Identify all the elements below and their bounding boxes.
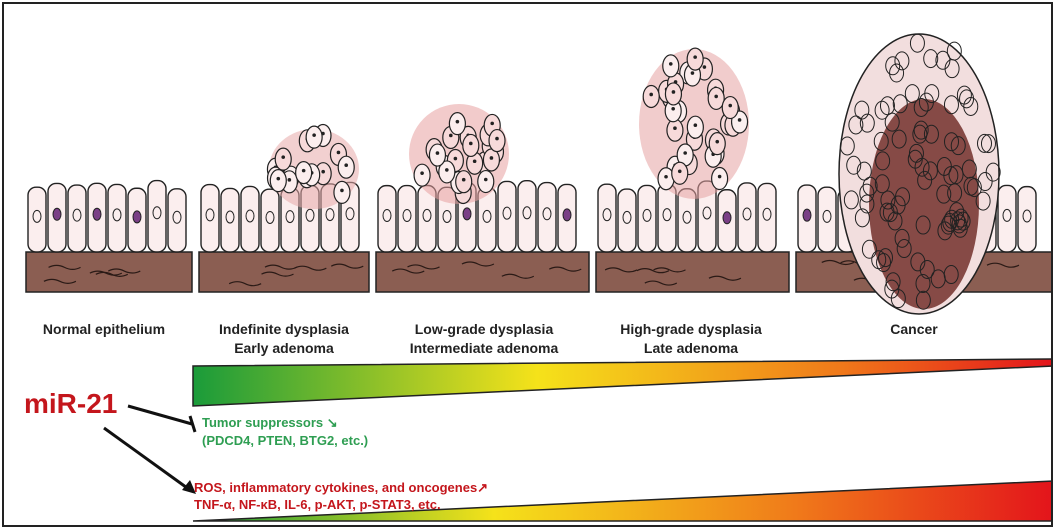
dysplastic-cluster bbox=[409, 104, 509, 204]
tumor-suppressors-text: Tumor suppressors ↘ (PDCD4, PTEN, BTG2, … bbox=[202, 414, 368, 450]
epithelial-cell bbox=[168, 189, 186, 252]
epithelial-cell bbox=[818, 187, 836, 252]
stage-panel-indefinite bbox=[199, 252, 369, 292]
mirna-label: miR-21 bbox=[24, 388, 117, 420]
tumor-suppressor-gradient-wedge bbox=[193, 359, 1053, 406]
epithelial-cell bbox=[88, 183, 106, 252]
epithelial-cell bbox=[221, 188, 239, 252]
epithelial-cell bbox=[558, 184, 576, 252]
stage-label-indefinite: Indefinite dysplasia Early adenoma bbox=[194, 320, 374, 358]
epithelial-cell bbox=[658, 184, 676, 252]
oncogenic-title: ROS, inflammatory cytokines, and oncogen… bbox=[194, 479, 488, 496]
epithelial-cell bbox=[518, 181, 536, 252]
tumor-suppressors-title: Tumor suppressors ↘ bbox=[202, 414, 368, 432]
epithelial-cell bbox=[28, 187, 46, 252]
epithelial-cell bbox=[758, 183, 776, 252]
epithelial-cell bbox=[128, 188, 146, 252]
epithelial-cell bbox=[48, 183, 66, 252]
epithelial-cell bbox=[378, 186, 396, 252]
dysplastic-cluster bbox=[267, 125, 359, 209]
epithelial-cell bbox=[398, 186, 416, 252]
stroma-band bbox=[199, 252, 369, 292]
histology-illustration bbox=[4, 4, 1053, 527]
stage-label-low-grade: Low-grade dysplasia Intermediate adenoma bbox=[384, 320, 584, 358]
stage-panel-high-grade bbox=[596, 252, 789, 292]
epithelial-cell bbox=[241, 186, 259, 252]
oncogenic-factors-text: ROS, inflammatory cytokines, and oncogen… bbox=[194, 479, 488, 513]
cancer-mass bbox=[839, 34, 1000, 314]
stage-panel-normal bbox=[26, 252, 192, 292]
stage-label-normal: Normal epithelium bbox=[24, 320, 184, 339]
epithelial-cell bbox=[738, 183, 756, 252]
epithelial-cell bbox=[718, 190, 736, 252]
epithelial-cell bbox=[798, 185, 816, 252]
epithelial-cell bbox=[148, 181, 166, 252]
stage-label-high-grade: High-grade dysplasia Late adenoma bbox=[596, 320, 786, 358]
epithelial-cell bbox=[498, 181, 516, 252]
activation-arrow-line bbox=[104, 428, 190, 490]
epithelial-cell bbox=[618, 189, 636, 252]
epithelial-cell bbox=[108, 184, 126, 252]
stroma-band bbox=[376, 252, 589, 292]
stage-label-cancer: Cancer bbox=[854, 320, 974, 339]
epithelial-cell bbox=[201, 185, 219, 252]
epithelial-cell bbox=[261, 189, 279, 252]
epithelial-cell bbox=[998, 185, 1016, 252]
inhibition-line bbox=[128, 406, 192, 424]
stroma-band bbox=[26, 252, 192, 292]
epithelial-cell bbox=[538, 183, 556, 252]
epithelial-cell bbox=[68, 185, 86, 252]
stage-panel-low-grade bbox=[376, 252, 589, 292]
dysplastic-cluster bbox=[639, 48, 749, 199]
epithelial-cell bbox=[1018, 187, 1036, 252]
oncogenic-examples: TNF-α, NF-κB, IL-6, p-AKT, p-STAT3, etc. bbox=[194, 496, 488, 513]
epithelial-cell bbox=[598, 184, 616, 252]
tumor-suppressors-examples: (PDCD4, PTEN, BTG2, etc.) bbox=[202, 432, 368, 450]
epithelial-cell bbox=[638, 185, 656, 252]
